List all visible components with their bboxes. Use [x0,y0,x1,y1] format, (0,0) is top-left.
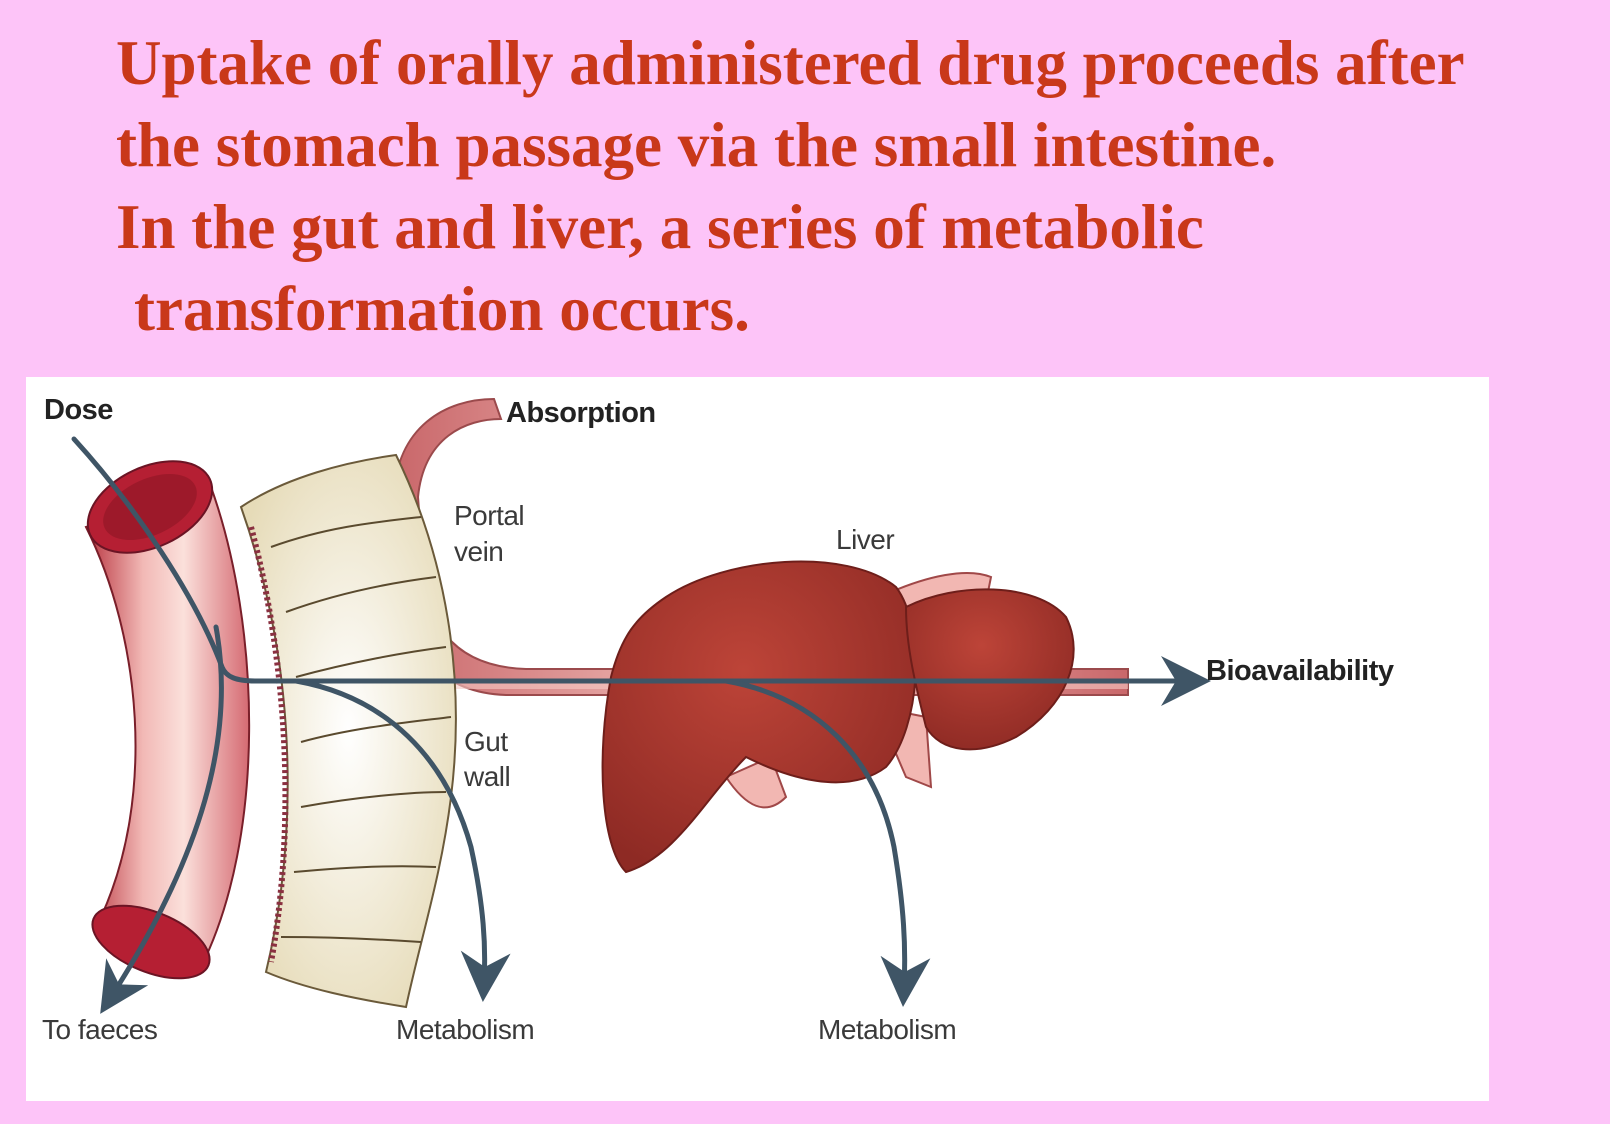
gut-wall [239,453,457,1009]
label-liver: Liver [836,524,894,555]
label-gut-wall-2: wall [463,761,510,792]
title-line-4: transformation occurs. [134,274,750,344]
drug-pathway [71,436,1211,1014]
liver-metabolism-path [723,678,931,1007]
label-portal-vein-2: vein [454,536,503,567]
label-absorption: Absorption [506,397,656,429]
title-line-2: the stomach passage via the small intest… [116,110,1277,180]
small-intestine [84,460,251,980]
label-portal-vein-1: Portal [454,500,524,531]
slide-title: Uptake of orally administered drug proce… [116,22,1596,350]
title-line-1: Uptake of orally administered drug proce… [116,28,1465,98]
faeces-path [100,624,224,1014]
label-dose: Dose [44,394,113,426]
label-metabolism-gut: Metabolism [396,1014,534,1045]
drug-absorption-diagram: Dose Absorption Portal vein Liver Bioava… [26,377,1489,1101]
label-to-faeces: To faeces [42,1014,157,1045]
label-gut-wall-1: Gut [464,726,508,757]
dose-path [71,436,1211,706]
title-line-3: In the gut and liver, a series of metabo… [116,192,1204,262]
label-metabolism-liver: Metabolism [818,1014,956,1045]
liver [601,560,1075,874]
diagram-canvas: Dose Absorption Portal vein Liver Bioava… [42,394,1394,1045]
gut-metabolism-path [293,678,511,1002]
label-bioavailability: Bioavailability [1206,655,1394,687]
